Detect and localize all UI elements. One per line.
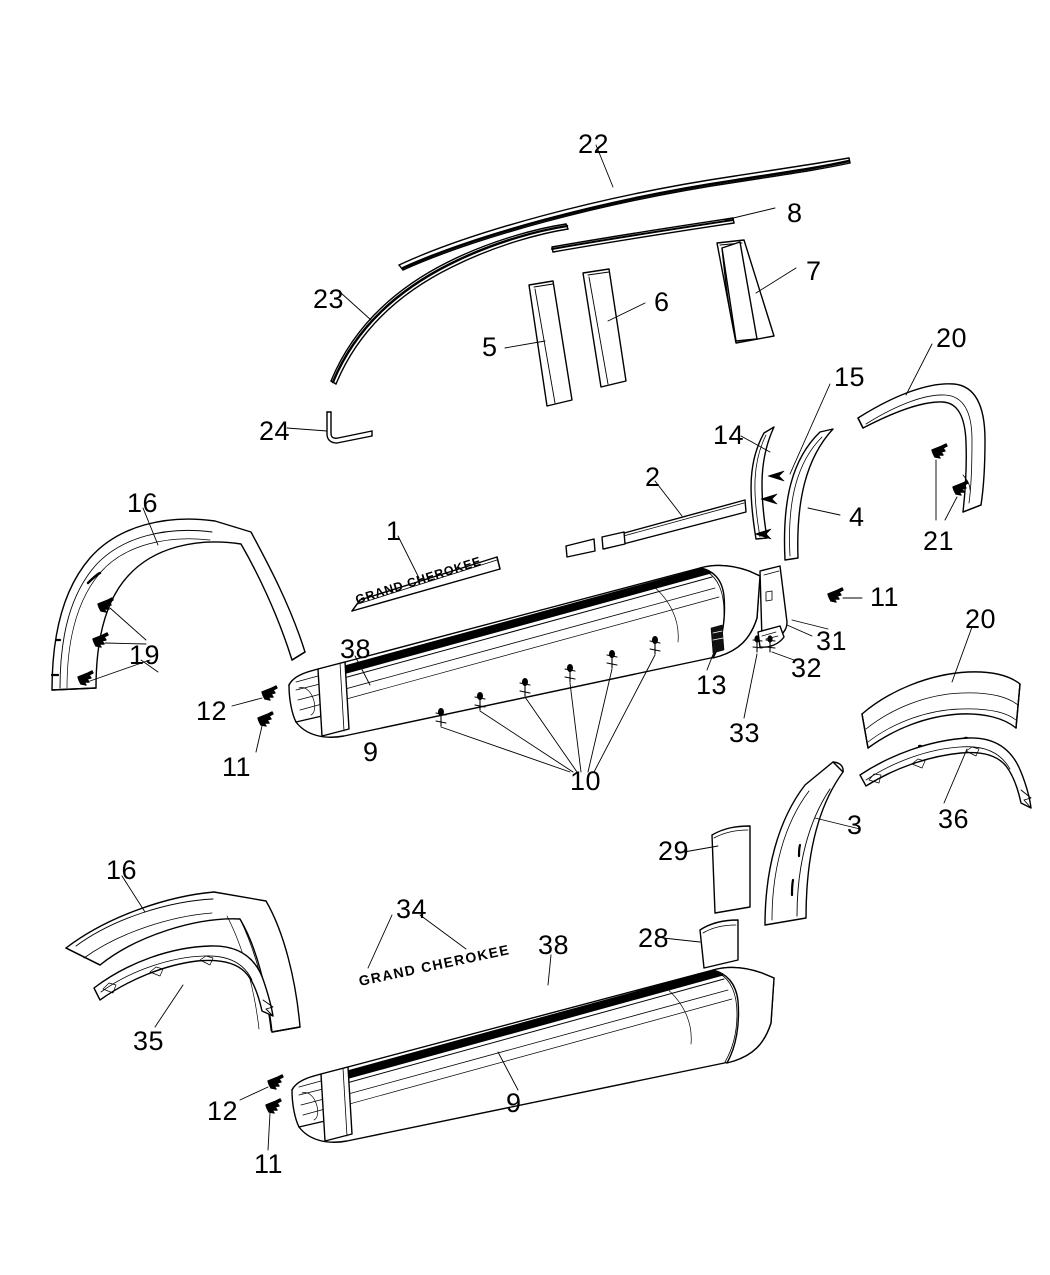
callout-6[interactable]: 6 — [654, 287, 670, 317]
part-29-applique-patch-rear — [711, 825, 751, 914]
callout-19[interactable]: 19 — [129, 640, 161, 670]
callout-24[interactable]: 24 — [259, 416, 291, 446]
callout-9-upper[interactable]: 9 — [363, 737, 379, 767]
callout-35[interactable]: 35 — [133, 1026, 165, 1056]
callout-20-rear[interactable]: 20 — [965, 604, 997, 634]
part-4-rear-door-applique — [783, 428, 834, 561]
part-20-front-wheel-flare — [857, 383, 986, 513]
callout-16-front[interactable]: 16 — [106, 855, 138, 885]
svg-text:GRAND CHEROKEE: GRAND CHEROKEE — [354, 554, 483, 607]
callout-2[interactable]: 2 — [645, 462, 661, 492]
part-1-nameplate: GRAND CHEROKEE — [351, 554, 501, 612]
callout-15[interactable]: 15 — [834, 362, 866, 392]
callout-11-left[interactable]: 11 — [222, 752, 252, 782]
callout-1[interactable]: 1 — [386, 516, 402, 546]
callout-7[interactable]: 7 — [806, 256, 822, 286]
part-16-wheel-flare-left-upper — [50, 518, 306, 691]
leader-lines — [121, 144, 973, 1091]
callout-34[interactable]: 34 — [396, 894, 428, 924]
callout-22[interactable]: 22 — [578, 129, 610, 159]
part-2-body-side-molding — [565, 499, 747, 558]
callout-5[interactable]: 5 — [482, 332, 498, 362]
part-21-flare-screws — [931, 443, 969, 521]
part-3-quarter-applique — [764, 761, 844, 926]
part-34-letter-emblem: GRAND CHEROKEE — [357, 914, 511, 989]
callout-11-right[interactable]: 11 — [870, 582, 900, 612]
part-13-retainer-clip — [706, 624, 725, 671]
part-14-front-door-applique — [750, 426, 775, 540]
part-32-33-clips — [743, 635, 795, 719]
part-23-windshield-molding — [330, 223, 569, 385]
callout-3[interactable]: 3 — [847, 810, 863, 840]
callout-16-rear[interactable]: 16 — [127, 488, 159, 518]
callout-28[interactable]: 28 — [638, 923, 670, 953]
part-19-flare-clips — [77, 597, 151, 686]
screws-left-upper — [231, 685, 278, 753]
part-6-b-pillar-applique-rear — [582, 268, 627, 388]
callout-20-front[interactable]: 20 — [936, 323, 968, 353]
callout-29[interactable]: 29 — [658, 836, 690, 866]
callout-38-upper[interactable]: 38 — [340, 634, 372, 664]
part-8-roof-molding-short — [551, 217, 735, 253]
part-9-rocker-molding-upper — [288, 564, 761, 738]
callout-11-lower[interactable]: 11 — [254, 1149, 284, 1179]
part-36-flare-lower — [859, 737, 1032, 809]
callout-32[interactable]: 32 — [791, 653, 823, 683]
part-24-molding-joint — [326, 411, 373, 444]
callout-33[interactable]: 33 — [729, 718, 761, 748]
screws-left-lower — [239, 1074, 284, 1151]
artwork-lines: GRAND CHEROKEE — [50, 144, 1032, 1151]
callout-23[interactable]: 23 — [313, 284, 345, 314]
part-5-b-pillar-applique-front — [528, 280, 573, 407]
screw-right-11 — [827, 587, 863, 603]
callout-8[interactable]: 8 — [787, 198, 803, 228]
part-10-rocker-fasteners — [435, 636, 661, 773]
callout-13[interactable]: 13 — [696, 670, 728, 700]
svg-text:GRAND CHEROKEE: GRAND CHEROKEE — [357, 941, 511, 989]
callout-9-lower[interactable]: 9 — [506, 1088, 522, 1118]
callout-12-lower[interactable]: 12 — [207, 1096, 239, 1126]
callout-31[interactable]: 31 — [816, 626, 848, 656]
part-7-quarter-window-applique — [716, 239, 775, 344]
callout-12-upper[interactable]: 12 — [196, 696, 228, 726]
callout-21[interactable]: 21 — [923, 526, 955, 556]
part-20-rear-wheel-flare — [861, 671, 1021, 749]
part-9-rocker-molding-lower — [291, 966, 775, 1143]
part-31-rocker-end-cap — [757, 565, 813, 648]
part-28-applique-patch-front — [699, 919, 739, 969]
callout-36[interactable]: 36 — [938, 804, 970, 834]
callout-14[interactable]: 14 — [713, 420, 745, 450]
callout-38-lower[interactable]: 38 — [538, 930, 570, 960]
part-15-clip-arrows — [754, 470, 785, 540]
part-35-flare-lower-trim — [93, 945, 274, 1017]
callout-10[interactable]: 10 — [570, 766, 602, 796]
callout-4[interactable]: 4 — [849, 502, 865, 532]
